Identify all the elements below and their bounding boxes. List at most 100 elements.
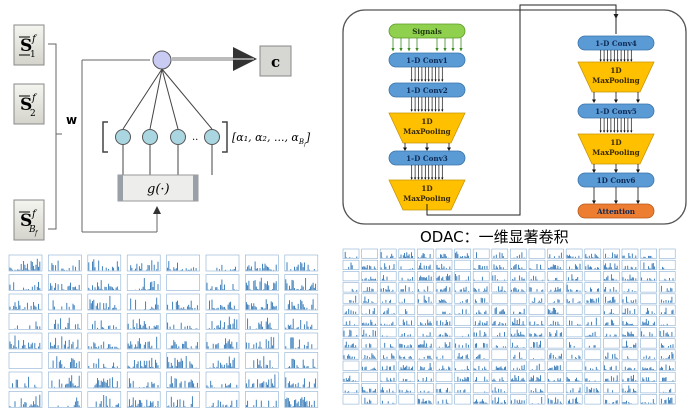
- right-grid-waveform: [585, 366, 600, 370]
- right-grid-cell: [510, 349, 527, 360]
- right-grid-cell: [342, 349, 360, 360]
- left-block-4-label: MaxPooling: [403, 127, 450, 136]
- left-grid-waveform: [135, 278, 159, 290]
- right-grid-cell: [658, 327, 676, 338]
- right-grid-cell: [491, 360, 509, 371]
- right-grid-cell: [621, 293, 639, 304]
- right-grid-cell: [454, 394, 471, 405]
- input-label-3: S: [20, 211, 32, 231]
- right-grid-cell: [621, 248, 639, 259]
- right-grid-cell: [658, 304, 676, 315]
- right-grid-cell: [435, 394, 453, 405]
- right-grid-cell: [547, 394, 564, 405]
- left-grid-cell: [126, 313, 161, 330]
- right-grid-waveform: [530, 275, 544, 281]
- right-grid-waveform: [362, 308, 375, 314]
- right-block-4-label: 1D: [610, 138, 621, 147]
- right-grid-cell: [491, 293, 509, 304]
- right-grid-waveform: [585, 386, 600, 393]
- left-grid-waveform: [167, 376, 198, 388]
- right-grid-waveform: [513, 252, 525, 258]
- right-grid-waveform: [529, 264, 543, 270]
- right-grid-cell: [510, 304, 527, 315]
- right-grid-waveform: [660, 307, 674, 314]
- left-grid-cell: [166, 371, 200, 389]
- right-grid-waveform: [473, 276, 483, 281]
- right-grid-waveform: [457, 389, 466, 393]
- left-grid-waveform: [14, 321, 41, 329]
- right-grid-cell: [658, 293, 676, 304]
- left-grid-cell: [8, 371, 43, 389]
- right-grid-waveform: [399, 343, 412, 348]
- right-grid-cell: [379, 349, 397, 360]
- left-grid-cell: [166, 391, 200, 408]
- left-grid-waveform: [285, 337, 313, 349]
- left-grid-waveform: [207, 299, 238, 310]
- right-grid-waveform: [627, 356, 630, 359]
- right-grid-waveform: [660, 352, 674, 359]
- right-grid-waveform: [399, 365, 414, 370]
- right-grid-waveform: [473, 320, 488, 326]
- right-grid-cell: [640, 293, 657, 304]
- function-label: g(·): [147, 182, 170, 197]
- right-grid-waveform: [343, 375, 357, 382]
- right-grid-cell: [361, 360, 378, 371]
- right-grid-waveform: [380, 387, 395, 393]
- right-grid-cell: [547, 248, 564, 259]
- right-grid-waveform: [399, 298, 405, 303]
- right-grid-cell: [640, 282, 657, 293]
- left-grid-cell: [284, 371, 319, 389]
- left-grid-cell: [126, 352, 161, 369]
- left-grid-waveform: [245, 336, 275, 349]
- left-grid-waveform: [245, 299, 277, 310]
- right-grid-waveform: [529, 320, 544, 326]
- output-label: c: [271, 53, 280, 71]
- right-grid-waveform: [437, 399, 450, 404]
- left-grid-cell: [284, 274, 319, 291]
- right-grid-waveform: [512, 275, 525, 281]
- left-grid-cell: [87, 332, 122, 350]
- right-block-3-shape: [577, 103, 655, 119]
- right-grid-cell: [361, 315, 378, 327]
- right-grid-cell: [361, 349, 378, 360]
- right-grid-waveform: [474, 391, 488, 393]
- right-grid-waveform: [349, 295, 357, 303]
- right-grid-cell: [417, 259, 434, 271]
- right-grid-cell: [342, 383, 360, 394]
- right-grid-waveform: [422, 332, 432, 337]
- right-grid-cell: [379, 327, 397, 338]
- left-grid-waveform: [48, 300, 75, 310]
- left-grid-waveform: [51, 375, 80, 388]
- right-grid-cell: [640, 259, 657, 271]
- right-grid-waveform: [622, 331, 634, 337]
- right-grid-cell: [342, 315, 360, 327]
- right-grid-cell: [435, 248, 453, 259]
- right-grid-cell: [547, 259, 564, 271]
- right-grid-cell: [621, 271, 639, 282]
- left-grid-waveform: [9, 281, 41, 290]
- right-grid-cell: [379, 360, 397, 371]
- right-grid-cell: [342, 282, 360, 293]
- left-block-5-label: 1-D Conv3: [406, 154, 448, 163]
- right-grid-waveform: [533, 358, 543, 359]
- right-grid-waveform: [641, 377, 655, 382]
- right-grid-cell: [621, 383, 639, 394]
- right-grid-waveform: [400, 266, 414, 270]
- left-block-4-shape: [388, 112, 466, 144]
- input-label-1: S: [20, 36, 32, 56]
- right-grid-waveform: [642, 367, 654, 370]
- right-grid-cell: [528, 259, 546, 271]
- right-grid-waveform: [400, 285, 414, 292]
- right-grid-cell: [435, 259, 453, 271]
- right-grid-cell: [398, 293, 416, 304]
- right-grid-waveform: [549, 320, 560, 326]
- right-grid-waveform: [417, 253, 431, 258]
- right-grid-cell: [379, 248, 397, 259]
- right-block-4-shape: [577, 133, 655, 165]
- left-grid-waveform: [128, 297, 159, 310]
- right-grid-waveform: [603, 365, 617, 370]
- right-grid-waveform: [603, 263, 618, 270]
- left-grid-waveform: [88, 358, 118, 368]
- left-grid-cell: [8, 293, 43, 311]
- right-grid-cell: [417, 327, 434, 338]
